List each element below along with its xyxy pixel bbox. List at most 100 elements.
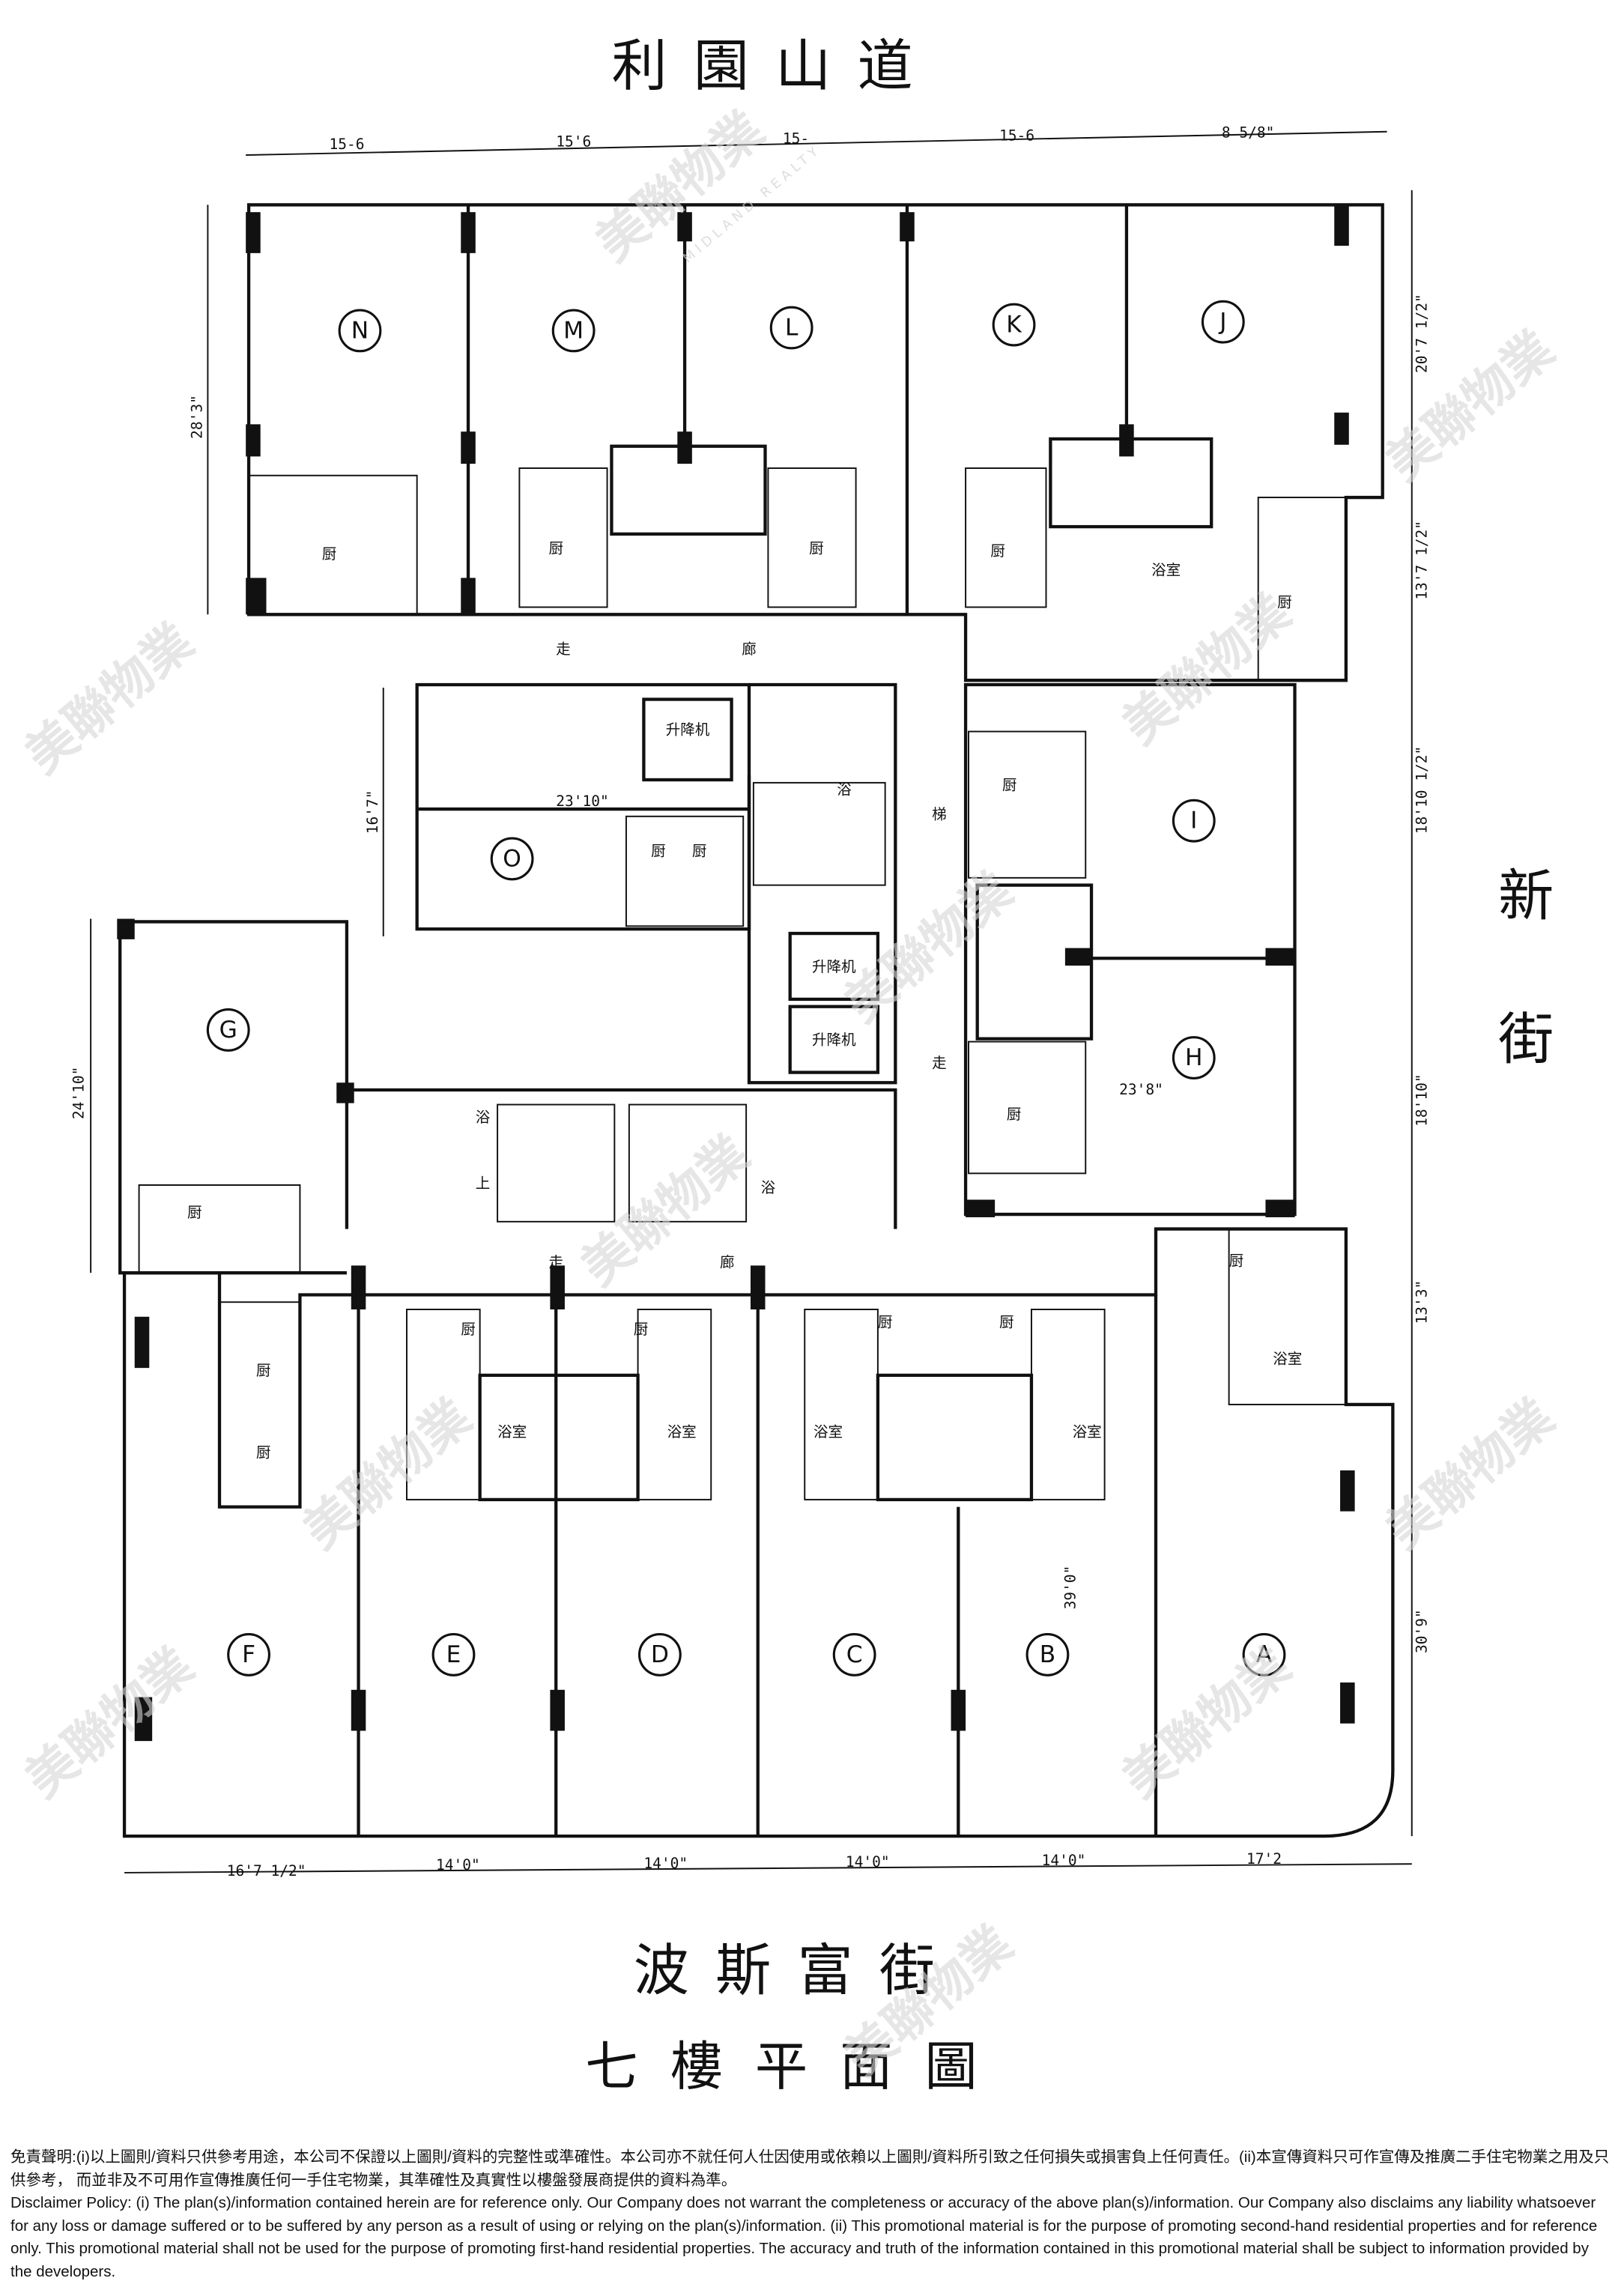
svg-text:美聯物業: 美聯物業 bbox=[1112, 582, 1302, 755]
svg-text:厨: 厨 bbox=[999, 1313, 1014, 1330]
unit-C: C bbox=[832, 1633, 876, 1676]
svg-text:J: J bbox=[1218, 309, 1226, 336]
svg-text:O: O bbox=[503, 845, 521, 872]
svg-text:厨: 厨 bbox=[651, 843, 666, 860]
svg-text:厨: 厨 bbox=[256, 1444, 271, 1461]
svg-text:梯: 梯 bbox=[932, 806, 947, 823]
svg-text:浴室: 浴室 bbox=[813, 1423, 843, 1441]
unit-K: K bbox=[992, 303, 1036, 347]
svg-text:14'0": 14'0" bbox=[643, 1855, 688, 1872]
svg-text:走: 走 bbox=[556, 640, 571, 658]
unit-B: B bbox=[1025, 1633, 1070, 1676]
unit-O: O bbox=[490, 837, 534, 881]
svg-text:美聯物業: 美聯物業 bbox=[1112, 1636, 1302, 1809]
svg-text:浴室: 浴室 bbox=[1151, 562, 1181, 579]
unit-M: M bbox=[551, 309, 596, 353]
svg-text:浴: 浴 bbox=[476, 1109, 491, 1126]
svg-text:8 5/8": 8 5/8" bbox=[1222, 124, 1275, 142]
svg-text:18'10": 18'10" bbox=[1413, 1073, 1430, 1127]
svg-text:厨: 厨 bbox=[461, 1321, 476, 1338]
svg-text:15-6: 15-6 bbox=[999, 127, 1034, 144]
svg-text:廊: 廊 bbox=[720, 1253, 735, 1270]
svg-text:升降机: 升降机 bbox=[812, 958, 856, 975]
unit-F: F bbox=[227, 1633, 270, 1676]
svg-text:14'0": 14'0" bbox=[846, 1853, 890, 1871]
svg-text:28'3": 28'3" bbox=[189, 395, 206, 439]
room-labels: 走廊 走廊 走梯 厨厨 厨厨 厨浴室 厨厨 厨厨 厨厨 厨厨 厨厨 厨厨 浴室浴… bbox=[187, 539, 1302, 1461]
svg-text:13'7 1/2": 13'7 1/2" bbox=[1413, 521, 1430, 600]
street-name-top: 利園山道 bbox=[611, 33, 939, 98]
svg-text:浴: 浴 bbox=[761, 1179, 776, 1196]
svg-text:E: E bbox=[446, 1641, 461, 1668]
floor-plan: 利園山道 新街 波斯富街 七樓平面圖 bbox=[14, 33, 1565, 2097]
unit-A: A bbox=[1242, 1633, 1286, 1676]
svg-text:G: G bbox=[219, 1017, 237, 1043]
svg-text:H: H bbox=[1185, 1044, 1203, 1071]
svg-text:厨: 厨 bbox=[878, 1313, 893, 1330]
svg-text:厨: 厨 bbox=[1002, 777, 1017, 794]
disclaimer-zh: 免責聲明:(i)以上圖則/資料只供參考用途，本公司不保證以上圖則/資料的完整性或… bbox=[10, 2148, 1610, 2189]
columns bbox=[117, 205, 1355, 1742]
svg-text:16'7": 16'7" bbox=[364, 790, 381, 834]
svg-text:美聯物業: 美聯物業 bbox=[1375, 319, 1565, 492]
svg-text:L: L bbox=[785, 314, 799, 341]
unit-D: D bbox=[637, 1633, 682, 1676]
svg-text:23'10": 23'10" bbox=[556, 793, 608, 810]
svg-text:美聯物業: 美聯物業 bbox=[1375, 1387, 1565, 1560]
svg-text:走: 走 bbox=[932, 1055, 947, 1072]
unit-G: G bbox=[206, 1008, 250, 1052]
svg-text:F: F bbox=[242, 1641, 255, 1668]
plan-title: 七樓平面圖 bbox=[585, 2036, 1009, 2097]
svg-text:厨: 厨 bbox=[1277, 594, 1292, 611]
svg-text:浴室: 浴室 bbox=[1073, 1423, 1102, 1441]
svg-text:美聯物業: 美聯物業 bbox=[14, 612, 204, 785]
svg-text:厨: 厨 bbox=[809, 539, 824, 557]
svg-text:16'7 1/2": 16'7 1/2" bbox=[227, 1862, 306, 1879]
watermark-logo: 美聯物業 MIDLAND REALTY 美聯物業 美聯物業 美聯物業 美聯物業 … bbox=[14, 100, 1565, 2087]
svg-text:39'0": 39'0" bbox=[1062, 1566, 1079, 1610]
svg-text:15'6: 15'6 bbox=[556, 133, 591, 150]
svg-text:厨: 厨 bbox=[187, 1204, 202, 1221]
svg-text:18'10 1/2": 18'10 1/2" bbox=[1413, 746, 1430, 834]
svg-text:14'0": 14'0" bbox=[436, 1856, 480, 1873]
unit-L: L bbox=[769, 306, 813, 350]
svg-text:厨: 厨 bbox=[1007, 1106, 1022, 1123]
svg-text:美聯物業: 美聯物業 bbox=[14, 1636, 204, 1809]
svg-text:A: A bbox=[1256, 1641, 1273, 1668]
svg-text:美聯物業: 美聯物業 bbox=[292, 1387, 482, 1560]
svg-text:上: 上 bbox=[476, 1175, 491, 1192]
svg-text:24'10": 24'10" bbox=[70, 1067, 87, 1120]
disclaimer: 免責聲明:(i)以上圖則/資料只供參考用途，本公司不保證以上圖則/資料的完整性或… bbox=[10, 2146, 1614, 2283]
svg-text:走: 走 bbox=[548, 1253, 563, 1270]
svg-text:廊: 廊 bbox=[742, 640, 757, 658]
svg-text:N: N bbox=[351, 317, 369, 344]
dimensions: 15-6 15'6 15- 15-6 8 5/8" 16'7 1/2" 14'0… bbox=[70, 124, 1430, 1879]
svg-text:K: K bbox=[1006, 312, 1022, 339]
svg-text:浴室: 浴室 bbox=[497, 1423, 527, 1441]
svg-text:13'3": 13'3" bbox=[1413, 1280, 1430, 1324]
svg-text:美聯物業: 美聯物業 bbox=[834, 861, 1024, 1034]
svg-text:15-: 15- bbox=[783, 130, 809, 147]
svg-text:30'9": 30'9" bbox=[1413, 1609, 1430, 1653]
svg-text:厨: 厨 bbox=[256, 1362, 271, 1379]
svg-text:厨: 厨 bbox=[1229, 1252, 1244, 1269]
disclaimer-en: Disclaimer Policy: (i) The plan(s)/infor… bbox=[10, 2194, 1598, 2280]
svg-text:14'0": 14'0" bbox=[1042, 1852, 1086, 1869]
svg-text:20'7 1/2": 20'7 1/2" bbox=[1413, 294, 1430, 373]
svg-text:升降机: 升降机 bbox=[812, 1031, 856, 1048]
svg-text:浴: 浴 bbox=[837, 781, 852, 799]
svg-text:C: C bbox=[846, 1641, 863, 1668]
unit-J: J bbox=[1201, 300, 1245, 344]
svg-text:15-6: 15-6 bbox=[329, 136, 364, 153]
svg-text:浴室: 浴室 bbox=[667, 1423, 697, 1441]
svg-text:浴室: 浴室 bbox=[1273, 1350, 1302, 1367]
svg-text:23'8": 23'8" bbox=[1119, 1081, 1163, 1098]
unit-H: H bbox=[1172, 1036, 1216, 1079]
unit-I: I bbox=[1172, 799, 1216, 843]
street-name-bottom: 波斯富街 bbox=[634, 1938, 961, 2003]
svg-text:厨: 厨 bbox=[990, 542, 1005, 560]
unit-E: E bbox=[431, 1633, 476, 1676]
svg-text:升降机: 升降机 bbox=[666, 721, 710, 738]
svg-text:M: M bbox=[563, 317, 584, 344]
svg-text:17'2: 17'2 bbox=[1246, 1850, 1282, 1868]
